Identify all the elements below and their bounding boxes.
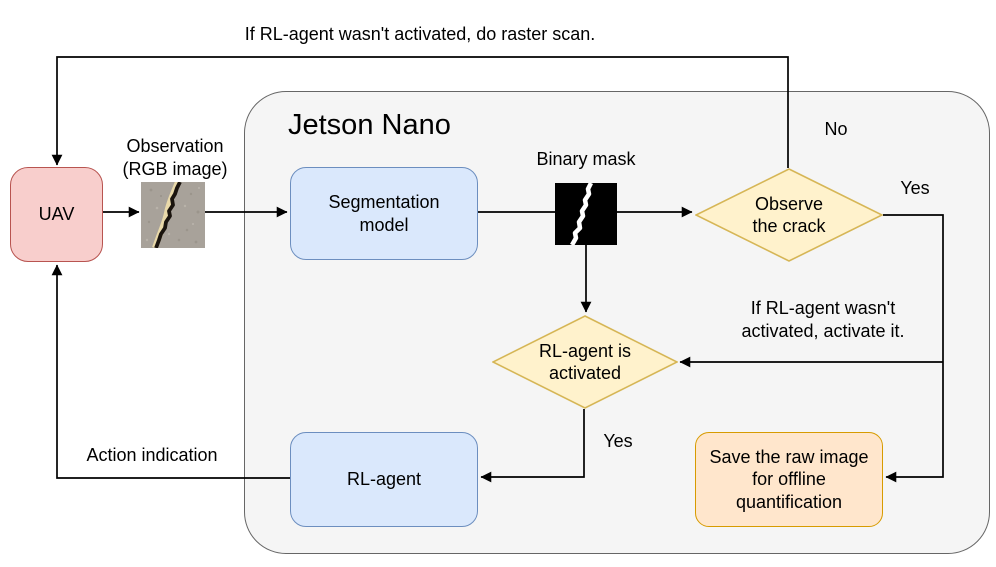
- uav-label: UAV: [38, 204, 75, 225]
- raster-scan-note: If RL-agent wasn't activated, do raster …: [244, 24, 596, 44]
- observe-crack-decision: Observe the crack: [695, 168, 883, 262]
- connector-action-to-uav: [51, 264, 290, 479]
- observation-rgb-image: [141, 180, 205, 249]
- connector-no-raster-feedback: [51, 56, 789, 168]
- pavement-crack-photo-icon: [141, 180, 205, 249]
- binary-mask-icon: [555, 181, 617, 247]
- yes-branch-label-right: Yes: [900, 178, 930, 198]
- diamond-shape-icon: [492, 315, 678, 409]
- action-indication-label: Action indication: [86, 445, 218, 465]
- binary-mask-image: [555, 181, 617, 247]
- binary-mask-label: Binary mask: [536, 149, 636, 169]
- rl-agent-label: RL-agent: [346, 469, 422, 490]
- rl-agent-node: RL-agent: [290, 432, 478, 527]
- observe-crack-label: Observe the crack: [752, 193, 826, 237]
- save-raw-image-label: Save the raw image for offline quantific…: [709, 446, 869, 512]
- connector-yes-to-rl-agent: [480, 409, 585, 483]
- diamond-shape-icon: [695, 168, 883, 262]
- no-branch-label: No: [824, 119, 848, 139]
- rl-activated-decision: RL-agent is activated: [492, 315, 678, 409]
- uav-node: UAV: [10, 167, 103, 262]
- segmentation-model-label: Segmentation model: [328, 192, 440, 235]
- rl-activated-label: RL-agent is activated: [538, 340, 632, 384]
- jetson-nano-title: Jetson Nano: [288, 109, 451, 141]
- yes-branch-label-bottom: Yes: [603, 431, 633, 451]
- connector-yes-to-save: [883, 214, 944, 483]
- segmentation-model-node: Segmentation model: [290, 167, 478, 260]
- observation-label: Observation (RGB image): [122, 136, 228, 180]
- save-raw-image-node: Save the raw image for offline quantific…: [695, 432, 883, 527]
- activate-note: If RL-agent wasn't activated, activate i…: [741, 298, 905, 342]
